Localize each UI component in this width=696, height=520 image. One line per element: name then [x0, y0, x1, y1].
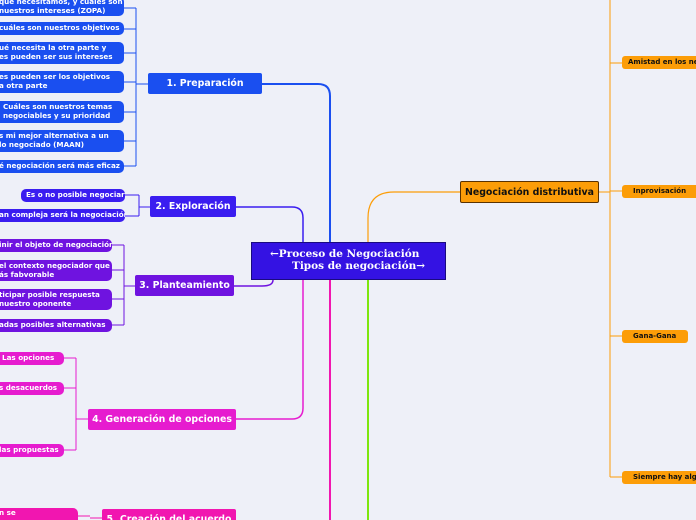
leaf-planteamiento-4[interactable]: adas posibles alternativas — [0, 319, 112, 332]
right-node-amistad[interactable]: Amistad en los ne — [622, 56, 696, 69]
leaf-preparacion-2[interactable]: cuáles son nuestros objetivos — [0, 22, 124, 35]
leaf-opciones-1[interactable]: Las opciones — [0, 352, 64, 365]
central-topic[interactable]: ←Proceso de Negociación Tipos de negocia… — [251, 242, 446, 280]
link-preparacion — [262, 83, 331, 242]
branch-preparacion[interactable]: 1. Preparación — [148, 73, 262, 94]
leaf-preparacion-5[interactable]: Cuáles son nuestros temas negociables y … — [0, 101, 124, 123]
leaf-exploracion-2[interactable]: an compleja será la negociación — [0, 209, 125, 222]
branch-exploracion[interactable]: 2. Exploración — [150, 196, 236, 217]
topic-negociacion-distributiva[interactable]: Negociación distributiva — [460, 181, 599, 203]
leaf-preparacion-1[interactable]: qué necesitamos, y cuáles son nuestros i… — [0, 0, 124, 16]
leaf-opciones-2[interactable]: s desacuerdos — [0, 382, 64, 395]
link-distributiva — [367, 191, 460, 251]
central-line-1: ←Proceso de Negociación — [270, 248, 420, 260]
leaf-planteamiento-1[interactable]: inir el objeto de negociación — [0, 239, 112, 252]
bracket-acuerdo — [78, 515, 102, 519]
leaf-preparacion-4[interactable]: es pueden ser los objetivos a otra parte — [0, 71, 124, 93]
leaf-exploracion-1[interactable]: Es o no posible negociar — [21, 189, 125, 202]
leaf-preparacion-7[interactable]: é negociación será más eficaz — [0, 160, 124, 173]
branch-acuerdo[interactable]: 5. Creación del acuerdo — [102, 509, 236, 520]
leaf-acuerdo-1[interactable]: n se — [0, 508, 78, 520]
leaf-preparacion-6[interactable]: s mi mejor alternativa a un lo negociado… — [0, 130, 124, 152]
link-right-spine — [599, 0, 611, 477]
right-node-gana-gana[interactable]: Gana-Gana — [622, 330, 688, 343]
branch-planteamiento[interactable]: 3. Planteamiento — [135, 275, 234, 296]
bracket-preparacion — [124, 7, 148, 167]
leaf-opciones-3[interactable]: las propuestas — [0, 444, 64, 457]
bracket-opciones — [64, 357, 88, 451]
leaf-planteamiento-3[interactable]: ticipar posible respuesta nuestro oponen… — [0, 289, 112, 310]
central-line-2: Tipos de negociación→ — [292, 260, 426, 272]
bracket-exploracion — [125, 194, 150, 217]
link-opciones — [236, 280, 304, 420]
leaf-preparacion-3[interactable]: ué necesita la otra parte y es pueden se… — [0, 42, 124, 64]
branch-opciones[interactable]: 4. Generación de opciones — [88, 409, 236, 430]
right-node-improvisacion[interactable]: Inprovisación — [622, 185, 696, 198]
link-planteamiento — [234, 279, 274, 287]
link-right-ticks — [610, 62, 622, 478]
right-node-siempre[interactable]: Siempre hay alg — [622, 471, 696, 484]
link-exploracion — [236, 206, 304, 242]
leaf-planteamiento-2[interactable]: el contexto negociador que ás fabvorable — [0, 260, 112, 281]
bracket-planteamiento — [112, 244, 135, 326]
